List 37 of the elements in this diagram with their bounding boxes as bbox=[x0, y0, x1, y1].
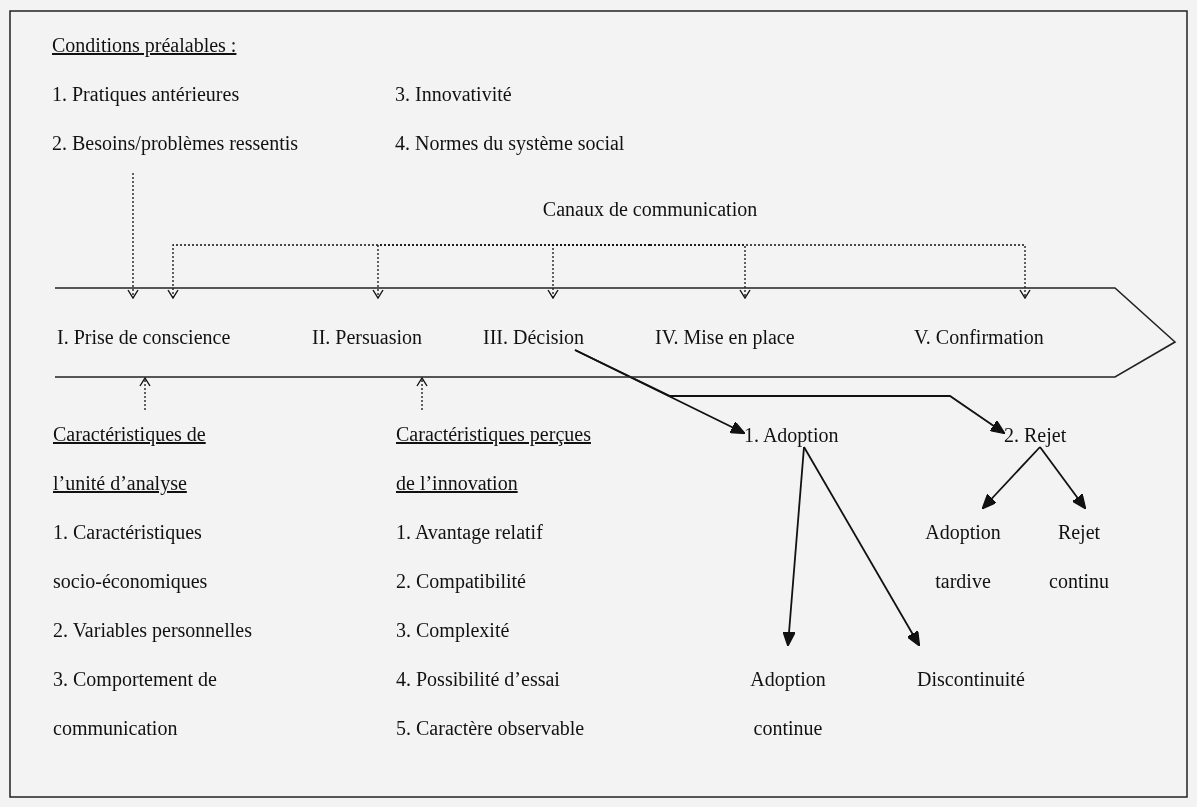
stage-label: III. Décision bbox=[483, 326, 585, 348]
list-item: 3. Comportement de communication bbox=[53, 667, 218, 741]
arrow bbox=[1039, 446, 1087, 510]
dashed-arrow bbox=[139, 377, 151, 411]
arrow bbox=[981, 446, 1041, 510]
outcome-label: Adoption tardive bbox=[924, 520, 1002, 594]
list-item: 2. Variables personnelles bbox=[53, 618, 254, 644]
list-item: 1. Pratiques antérieures bbox=[52, 83, 240, 105]
list-item: 1. Avantage relatif bbox=[396, 520, 544, 546]
arrow bbox=[782, 446, 805, 647]
list-item: 4. Possibilité d’essai bbox=[396, 667, 561, 692]
outcome-label: Discontinuité bbox=[917, 667, 1025, 692]
section-heading: Conditions préalables : bbox=[52, 34, 237, 56]
list-item: 5. Caractère observable bbox=[396, 716, 586, 741]
arrow bbox=[803, 446, 921, 647]
outcome-label: Adoption continue bbox=[749, 667, 827, 741]
list-item: 3. Innovativité bbox=[395, 83, 512, 105]
section-heading: Caractéristiques de l’unité d’analyse bbox=[53, 422, 207, 497]
stage-label: I. Prise de conscience bbox=[57, 326, 231, 348]
outcome-label: 2. Rejet bbox=[1004, 424, 1067, 446]
stage-label: V. Confirmation bbox=[914, 326, 1044, 348]
outcome-label: 1. Adoption bbox=[744, 424, 839, 446]
list-item: 3. Complexité bbox=[396, 618, 511, 644]
dashed-arrow bbox=[547, 244, 651, 299]
dashed-arrow bbox=[127, 172, 139, 299]
dashed-arrow bbox=[649, 244, 1031, 299]
section-heading: Caractéristiques perçues de l’innovation bbox=[396, 422, 592, 496]
list-item: 4. Normes du système social bbox=[395, 132, 625, 154]
stage-label: IV. Mise en place bbox=[655, 326, 795, 348]
channel-label: Canaux de communication bbox=[541, 198, 759, 220]
list-item: 2. Besoins/problèmes ressentis bbox=[52, 132, 299, 154]
list-item: 2. Compatibilité bbox=[396, 569, 527, 595]
list-item: 1. Caractéristiques socio-économiques bbox=[53, 520, 209, 595]
dashed-arrow bbox=[416, 377, 428, 411]
arrow bbox=[574, 349, 1006, 435]
outcome-label: Rejet continu bbox=[1048, 520, 1110, 594]
stage-label: II. Persuasion bbox=[312, 326, 422, 348]
